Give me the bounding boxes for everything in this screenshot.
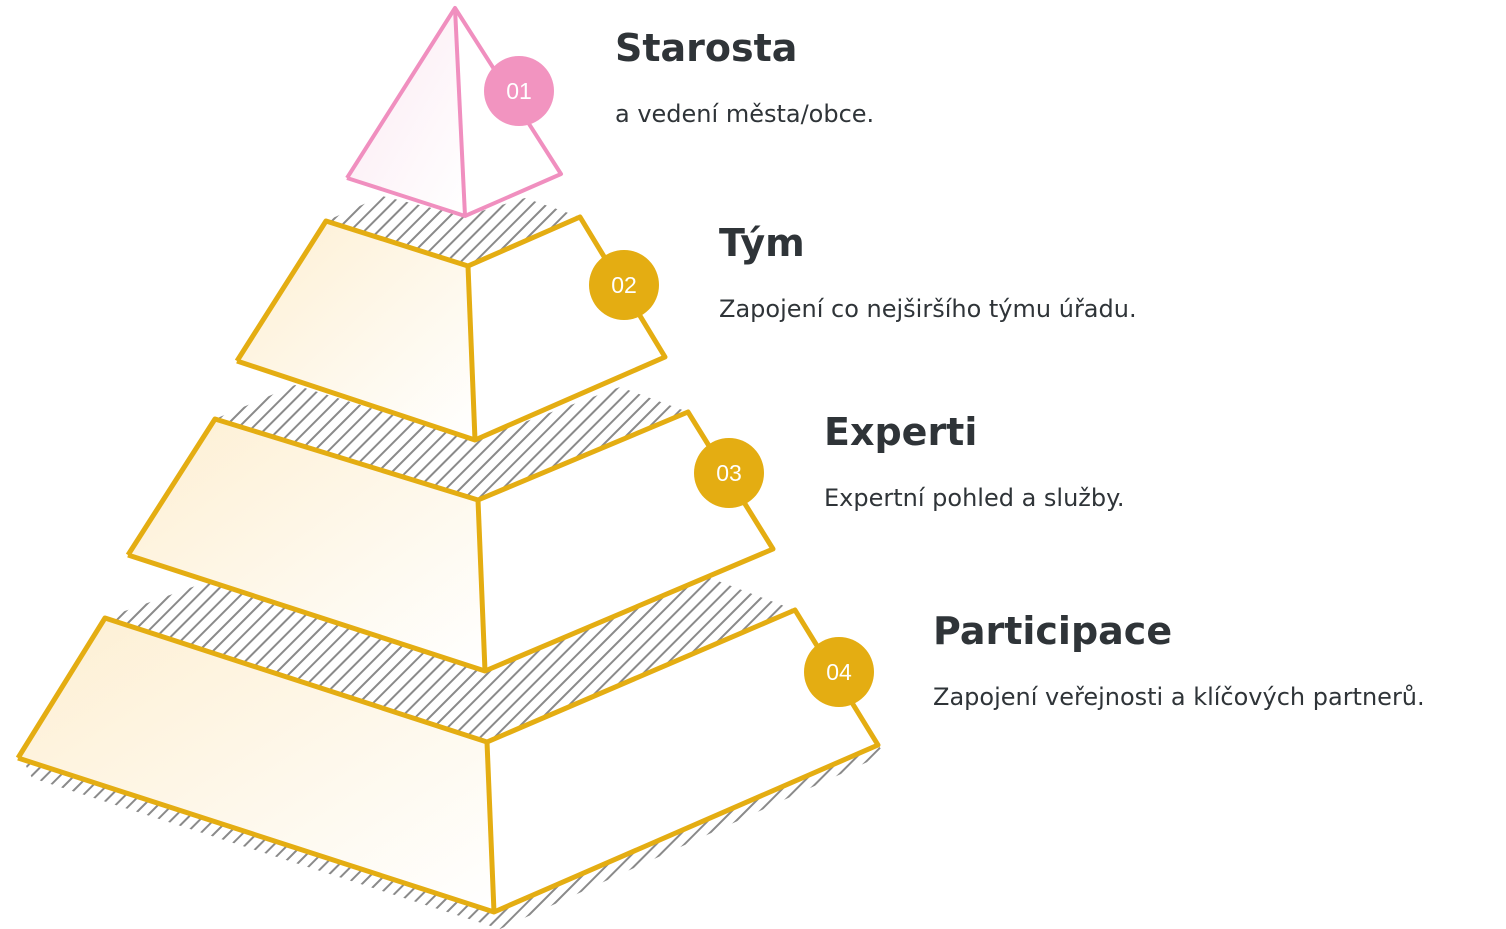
badge-01-circle [484, 56, 554, 126]
badge-02-number: 02 [611, 272, 637, 298]
level-1-description: a vedení města/obce. [615, 100, 875, 128]
level-2-right-face [468, 217, 665, 440]
level-1-outline [345, 6, 563, 218]
badge-02: 02 [589, 250, 659, 320]
level-3-left-face [128, 419, 485, 671]
level-3-description: Expertní pohled a služby. [824, 484, 1125, 512]
level-2-title: Tým [719, 221, 805, 265]
badge-04-circle [804, 637, 874, 707]
badge-03: 03 [694, 438, 764, 508]
level-4-title: Participace [933, 609, 1173, 653]
level-2-top-hatch [326, 196, 580, 266]
badge-01-number: 01 [506, 78, 532, 104]
level-2-description: Zapojení co nejširšího týmu úřadu. [719, 295, 1137, 323]
badge-03-circle [694, 438, 764, 508]
badge-03-number: 03 [716, 460, 742, 486]
level-2-left-face [237, 221, 475, 440]
level-4-description: Zapojení veřejnosti a klíčových partnerů… [933, 683, 1425, 711]
level-1-label: Starosta a vedení města/obce. [615, 25, 874, 129]
badge-04: 04 [804, 637, 874, 707]
level-2-label: Tým Zapojení co nejširšího týmu úřadu. [719, 220, 1137, 324]
level-3-label: Experti Expertní pohled a služby. [824, 409, 1125, 513]
pyramid-level-2 [234, 196, 668, 443]
level-1-title: Starosta [615, 26, 798, 70]
badge-02-circle [589, 250, 659, 320]
level-1-left-face [347, 8, 465, 216]
pyramid-level-3 [125, 385, 776, 674]
badge-01: 01 [484, 56, 554, 126]
badge-04-number: 04 [826, 659, 852, 685]
level-3-top-hatch [215, 385, 688, 500]
level-4-label: Participace Zapojení veřejnosti a klíčov… [933, 608, 1425, 712]
level-4-left-face [18, 618, 494, 912]
level-3-title: Experti [824, 410, 978, 454]
level-4-right-face [487, 610, 878, 912]
